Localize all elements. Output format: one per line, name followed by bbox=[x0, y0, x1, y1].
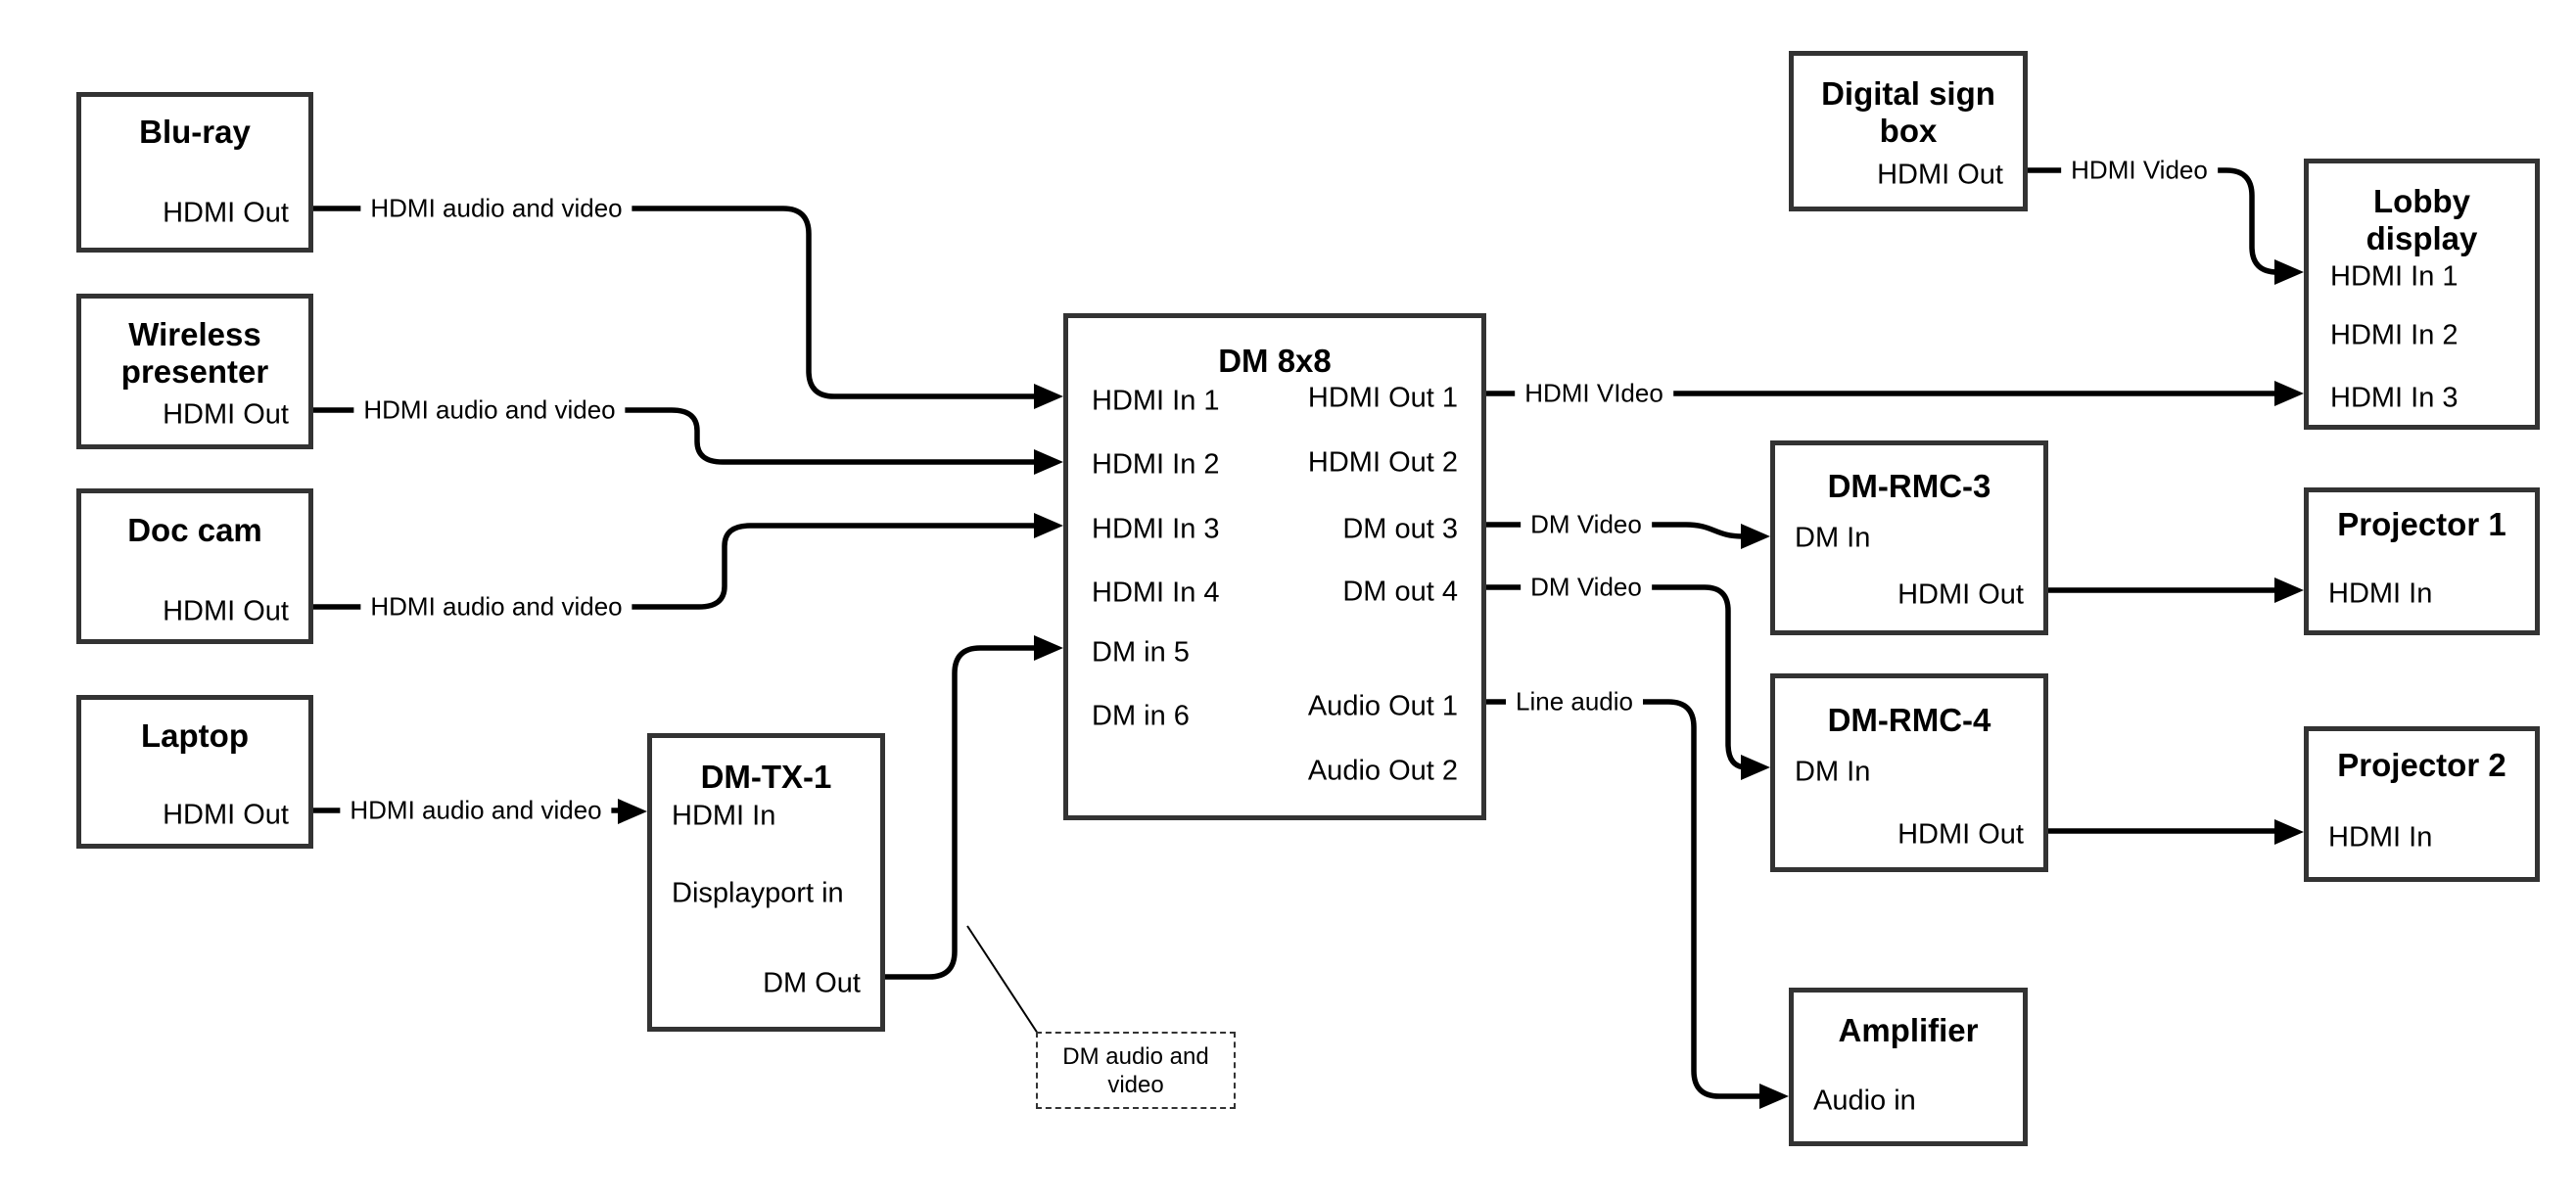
edge-label-hdmi-audio-video: HDMI audio and video bbox=[353, 394, 626, 426]
edge-label-hdmi-video: HDMI Video bbox=[2061, 155, 2218, 186]
port-hdmi-out: HDMI Out bbox=[163, 398, 289, 431]
node-dm-tx-1: DM-TX-1 HDMI In Displayport in DM Out bbox=[647, 733, 885, 1032]
port-hdmi-out: HDMI Out bbox=[163, 799, 289, 831]
node-title: Doc cam bbox=[127, 512, 262, 548]
port-dm-in: DM In bbox=[1795, 756, 1871, 788]
node-blu-ray: Blu-ray HDMI Out bbox=[76, 92, 313, 253]
arrowhead bbox=[1034, 449, 1063, 475]
node-title: DM-RMC-4 bbox=[1827, 702, 1991, 738]
wire-dm8x8-dmout3-to-dmrmc3 bbox=[1486, 522, 1744, 539]
node-title: Digital sign box bbox=[1821, 75, 1995, 149]
wire-dm8x8-dmout4-to-dmrmc4 bbox=[1486, 584, 1748, 770]
port-audio-in: Audio in bbox=[1813, 1085, 1916, 1117]
node-title: DM 8x8 bbox=[1218, 343, 1332, 379]
port-displayport-in: Displayport in bbox=[672, 877, 844, 909]
port-dm-in-6: DM in 6 bbox=[1092, 700, 1190, 732]
wire-doccam-to-dm8x8 bbox=[313, 523, 1038, 610]
port-hdmi-out-2: HDMI Out 2 bbox=[1307, 446, 1458, 479]
port-hdmi-out-1: HDMI Out 1 bbox=[1307, 382, 1458, 414]
port-dm-out: DM Out bbox=[763, 967, 861, 999]
edge-label-dm-video: DM Video bbox=[1521, 572, 1652, 603]
port-hdmi-in: HDMI In bbox=[2328, 577, 2433, 610]
note-dm-audio-video: DM audio and video bbox=[1036, 1032, 1236, 1109]
port-hdmi-out: HDMI Out bbox=[1897, 818, 2024, 851]
node-title: Blu-ray bbox=[139, 114, 251, 150]
node-title: Lobby display bbox=[2365, 183, 2478, 256]
port-dm-out-3: DM out 3 bbox=[1342, 513, 1458, 545]
node-title: Projector 2 bbox=[2337, 747, 2506, 783]
arrowhead bbox=[2274, 819, 2304, 845]
arrowhead bbox=[1759, 1084, 1789, 1109]
wire-wireless-to-dm8x8 bbox=[313, 407, 1038, 465]
arrowhead bbox=[1741, 524, 1770, 549]
node-digital-sign-box: Digital sign box HDMI Out bbox=[1789, 51, 2028, 211]
edge-label-hdmi-video: HDMI VIdeo bbox=[1515, 378, 1673, 409]
port-hdmi-in-4: HDMI In 4 bbox=[1092, 577, 1220, 609]
arrowhead bbox=[618, 799, 647, 824]
arrowhead bbox=[2274, 259, 2304, 285]
edge-label-hdmi-audio-video: HDMI audio and video bbox=[340, 795, 612, 826]
node-title: Projector 1 bbox=[2337, 506, 2506, 542]
node-amplifier: Amplifier Audio in bbox=[1789, 988, 2028, 1146]
port-audio-out-2: Audio Out 2 bbox=[1307, 755, 1458, 787]
edge-label-hdmi-audio-video: HDMI audio and video bbox=[360, 193, 632, 224]
port-hdmi-in: HDMI In bbox=[672, 800, 776, 832]
node-projector-2: Projector 2 HDMI In bbox=[2304, 726, 2540, 882]
node-dm-rmc-4: DM-RMC-4 DM In HDMI Out bbox=[1770, 673, 2048, 872]
port-hdmi-out: HDMI Out bbox=[163, 197, 289, 229]
arrowhead bbox=[1034, 513, 1063, 538]
node-lobby-display: Lobby display HDMI In 1 HDMI In 2 HDMI I… bbox=[2304, 159, 2540, 430]
node-doc-cam: Doc cam HDMI Out bbox=[76, 488, 313, 644]
port-hdmi-out: HDMI Out bbox=[1877, 159, 2003, 191]
arrowhead bbox=[1741, 755, 1770, 780]
node-title: Wireless presenter bbox=[120, 316, 269, 390]
arrowhead bbox=[2274, 381, 2304, 406]
node-laptop: Laptop HDMI Out bbox=[76, 695, 313, 849]
port-hdmi-in: HDMI In bbox=[2328, 821, 2433, 854]
edge-label-dm-video: DM Video bbox=[1521, 509, 1652, 540]
edge-label-hdmi-audio-video: HDMI audio and video bbox=[360, 591, 632, 623]
node-projector-1: Projector 1 HDMI In bbox=[2304, 487, 2540, 635]
port-dm-in-5: DM in 5 bbox=[1092, 636, 1190, 669]
wire-dmtx1-to-dm8x8 bbox=[885, 645, 1038, 980]
port-hdmi-in-1: HDMI In 1 bbox=[2330, 260, 2459, 293]
node-title: DM-TX-1 bbox=[700, 759, 832, 795]
port-hdmi-out: HDMI Out bbox=[1897, 578, 2024, 611]
arrowhead bbox=[1034, 635, 1063, 661]
wire-digitalsign-to-lobby bbox=[2028, 167, 2279, 275]
node-dm-8x8: DM 8x8 HDMI In 1 HDMI In 2 HDMI In 3 HDM… bbox=[1063, 313, 1486, 820]
wire-dm8x8-audioout1-to-amp bbox=[1486, 699, 1764, 1099]
port-hdmi-out: HDMI Out bbox=[163, 595, 289, 627]
port-dm-in: DM In bbox=[1795, 522, 1871, 554]
edge-label-line-audio: Line audio bbox=[1506, 686, 1643, 717]
node-title: Amplifier bbox=[1838, 1012, 1979, 1048]
port-dm-out-4: DM out 4 bbox=[1342, 576, 1458, 608]
port-audio-out-1: Audio Out 1 bbox=[1307, 690, 1458, 722]
wire-bluray-to-dm8x8 bbox=[313, 206, 1038, 399]
port-hdmi-in-2: HDMI In 2 bbox=[2330, 319, 2459, 351]
arrowhead bbox=[1034, 384, 1063, 409]
node-dm-rmc-3: DM-RMC-3 DM In HDMI Out bbox=[1770, 440, 2048, 635]
note-leader-line bbox=[966, 925, 1039, 1035]
node-title: DM-RMC-3 bbox=[1827, 468, 1991, 504]
port-hdmi-in-3: HDMI In 3 bbox=[2330, 382, 2459, 414]
port-hdmi-in-2: HDMI In 2 bbox=[1092, 448, 1220, 481]
port-hdmi-in-3: HDMI In 3 bbox=[1092, 513, 1220, 545]
node-wireless-presenter: Wireless presenter HDMI Out bbox=[76, 294, 313, 449]
port-hdmi-in-1: HDMI In 1 bbox=[1092, 385, 1220, 417]
arrowhead bbox=[2274, 577, 2304, 603]
node-title: Laptop bbox=[141, 717, 249, 754]
